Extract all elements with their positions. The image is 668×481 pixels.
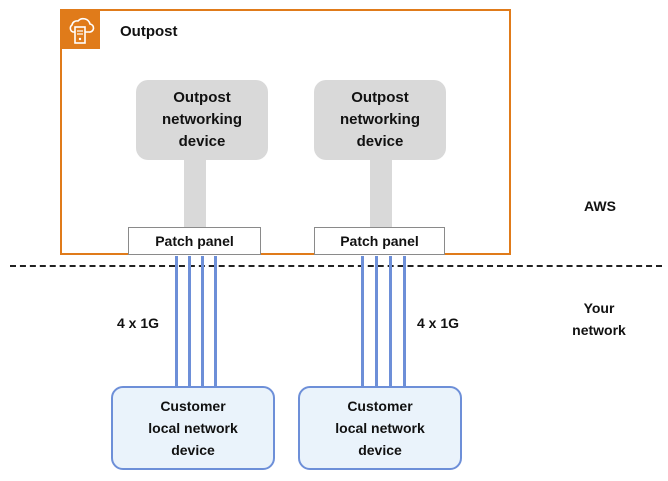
cable [361, 256, 364, 387]
cable [188, 256, 191, 387]
outpost-title: Outpost [120, 23, 178, 40]
cable [214, 256, 217, 387]
link-speed-label: 4 x 1G [116, 315, 160, 331]
cable [389, 256, 392, 387]
zone-label-your-network: Your network [572, 300, 626, 338]
cable [201, 256, 204, 387]
customer-device-label: Customer local network device [335, 398, 425, 458]
patch-panel-1: Patch panel [128, 227, 261, 255]
device-connector [370, 160, 392, 227]
customer-local-network-device-1: Customer local network device [111, 386, 275, 470]
patch-panel-2: Patch panel [314, 227, 445, 255]
device-connector [184, 160, 206, 227]
outpost-networking-device-2: Outpost networking device [314, 80, 446, 160]
outpost-boundary [60, 9, 511, 255]
cable [175, 256, 178, 387]
outpost-networking-device-label: Outpost networking device [339, 89, 420, 150]
link-speed-label: 4 x 1G [416, 315, 460, 331]
outpost-icon [60, 9, 100, 49]
zone-label-aws: AWS [584, 198, 616, 214]
outpost-networking-device-1: Outpost networking device [136, 80, 268, 160]
network-boundary-divider [10, 265, 662, 267]
customer-device-label: Customer local network device [148, 398, 238, 458]
outpost-networking-device-label: Outpost networking device [161, 89, 242, 150]
cable [375, 256, 378, 387]
customer-local-network-device-2: Customer local network device [298, 386, 462, 470]
cable [403, 256, 406, 387]
